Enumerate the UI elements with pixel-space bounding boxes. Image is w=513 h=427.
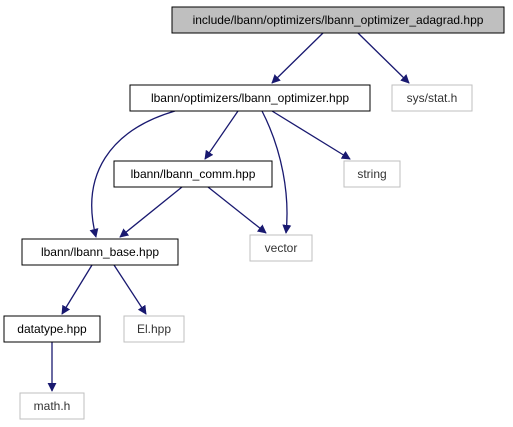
edge-comm-to-vector (207, 186, 267, 234)
node-label-datatype: datatype.hpp (17, 322, 87, 336)
node-box-datatype (3, 315, 101, 343)
edge-base-to-datatype (61, 264, 93, 315)
nodes-layer: include/lbann/optimizers/lbann_optimizer… (3, 6, 505, 420)
edge-optimizer-to-string (271, 110, 351, 160)
node-label-sysstat: sys/stat.h (407, 91, 458, 105)
node-box-sysstat (391, 84, 473, 112)
node-base[interactable]: lbann/lbann_base.hpp (21, 238, 179, 266)
node-box-vector (249, 234, 313, 262)
edge-optimizer-to-base (89, 110, 176, 238)
node-optimizer[interactable]: lbann/optimizers/lbann_optimizer.hpp (129, 84, 371, 112)
edge-comm-to-base (119, 186, 183, 238)
node-sysstat: sys/stat.h (391, 84, 473, 112)
node-elhpp: El.hpp (123, 315, 185, 343)
node-label-vector: vector (265, 241, 298, 255)
node-label-adagrad: include/lbann/optimizers/lbann_optimizer… (193, 13, 484, 27)
edge-adagrad-to-sysstat (357, 32, 410, 84)
node-label-math: math.h (34, 399, 71, 413)
node-string: string (343, 160, 401, 188)
edge-adagrad-to-optimizer (271, 32, 324, 84)
edge-optimizer-to-vector (261, 110, 292, 234)
node-box-comm (113, 160, 273, 188)
node-datatype[interactable]: datatype.hpp (3, 315, 101, 343)
node-box-math (19, 392, 85, 420)
edge-optimizer-to-comm (204, 110, 239, 160)
node-box-optimizer (129, 84, 371, 112)
node-label-comm: lbann/lbann_comm.hpp (131, 167, 256, 181)
node-box-string (343, 160, 401, 188)
edges-layer (47, 32, 410, 392)
edge-base-to-elhpp (113, 264, 147, 315)
node-adagrad[interactable]: include/lbann/optimizers/lbann_optimizer… (171, 6, 505, 34)
node-label-elhpp: El.hpp (137, 322, 171, 336)
node-box-base (21, 238, 179, 266)
node-vector: vector (249, 234, 313, 262)
node-label-optimizer: lbann/optimizers/lbann_optimizer.hpp (151, 91, 349, 105)
node-comm[interactable]: lbann/lbann_comm.hpp (113, 160, 273, 188)
node-label-string: string (357, 167, 386, 181)
node-math: math.h (19, 392, 85, 420)
node-label-base: lbann/lbann_base.hpp (41, 245, 159, 259)
node-box-elhpp (123, 315, 185, 343)
node-box-adagrad (171, 6, 505, 34)
